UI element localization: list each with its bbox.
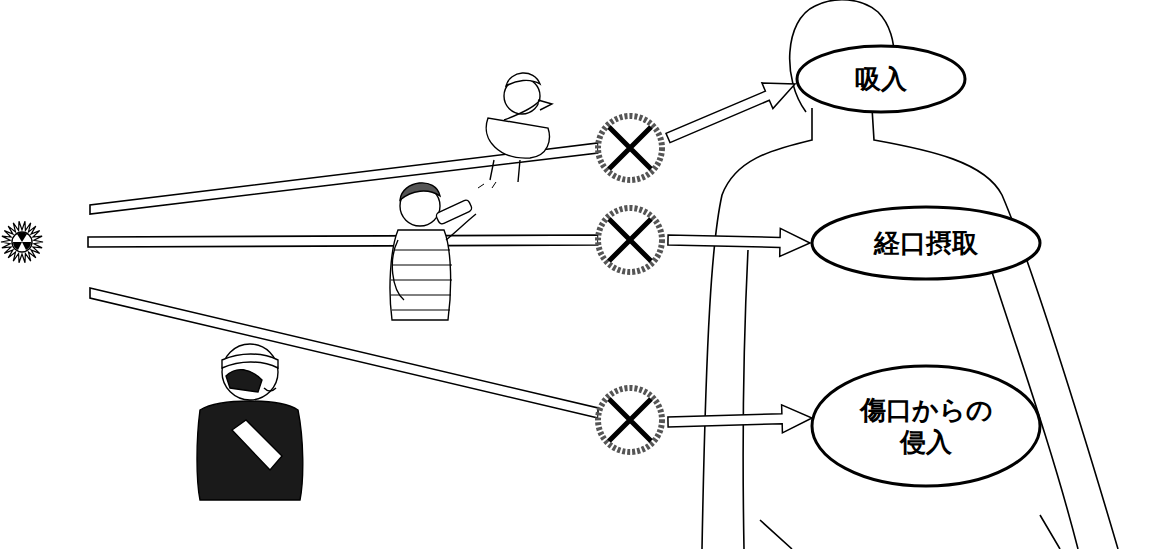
person-arm <box>504 100 540 120</box>
block-arrow <box>668 228 810 256</box>
pathway-ellipse: 経口摂取 <box>810 205 1042 281</box>
pathway-bands <box>88 143 598 418</box>
pathway-label: 経口摂取 <box>874 227 978 260</box>
blocked-cross <box>609 399 651 441</box>
person-nose <box>538 100 552 110</box>
left-arm-outline <box>743 250 748 549</box>
person-legs <box>490 160 520 182</box>
ellipse-outline <box>810 364 1042 488</box>
blocked-circle <box>598 116 662 180</box>
coughing-person <box>478 73 552 188</box>
person-shirt <box>390 230 451 320</box>
trefoil-mark <box>13 232 31 250</box>
shirt-stripes <box>391 250 452 310</box>
block-arrow <box>668 405 812 433</box>
blocked-symbol <box>598 208 662 272</box>
blocked-symbols <box>598 116 662 452</box>
source-core <box>12 232 32 252</box>
drinking-person <box>390 183 476 320</box>
body-left-outline <box>702 108 812 549</box>
wound-band <box>90 288 598 418</box>
blocked-symbol <box>598 388 662 452</box>
hand-on-face <box>226 370 262 392</box>
blocked-circle <box>598 208 662 272</box>
block-arrow <box>666 83 795 143</box>
pathway-label: 吸入 <box>855 63 907 96</box>
source-rays <box>1 221 43 263</box>
pathway-label: 傷口からの 侵入 <box>856 394 996 459</box>
blocked-cross <box>609 127 651 169</box>
drink-bottle <box>435 199 473 225</box>
person-back-arm <box>392 240 404 300</box>
ingestion-band <box>88 235 598 247</box>
person-coat <box>197 401 303 500</box>
arm-sling <box>232 420 282 470</box>
person-hair <box>506 73 540 86</box>
blocked-symbol <box>598 116 662 180</box>
hand-outline <box>760 515 1060 549</box>
person-mouth <box>264 388 276 391</box>
ellipse-shape <box>812 207 1040 279</box>
person-head <box>222 344 278 400</box>
ellipse-shape <box>812 366 1040 486</box>
blocked-cross <box>609 219 651 261</box>
pathway-ellipse: 傷口からの 侵入 <box>810 364 1042 488</box>
ellipse-shape <box>797 46 965 112</box>
person-hair <box>400 183 440 200</box>
person-body <box>486 118 549 158</box>
head-bandage <box>222 354 278 368</box>
injured-person <box>197 344 303 500</box>
radiation-source <box>1 221 43 263</box>
blocked-circle <box>598 388 662 452</box>
motion-marks <box>478 182 496 188</box>
pathway-ellipse: 吸入 <box>795 44 967 114</box>
